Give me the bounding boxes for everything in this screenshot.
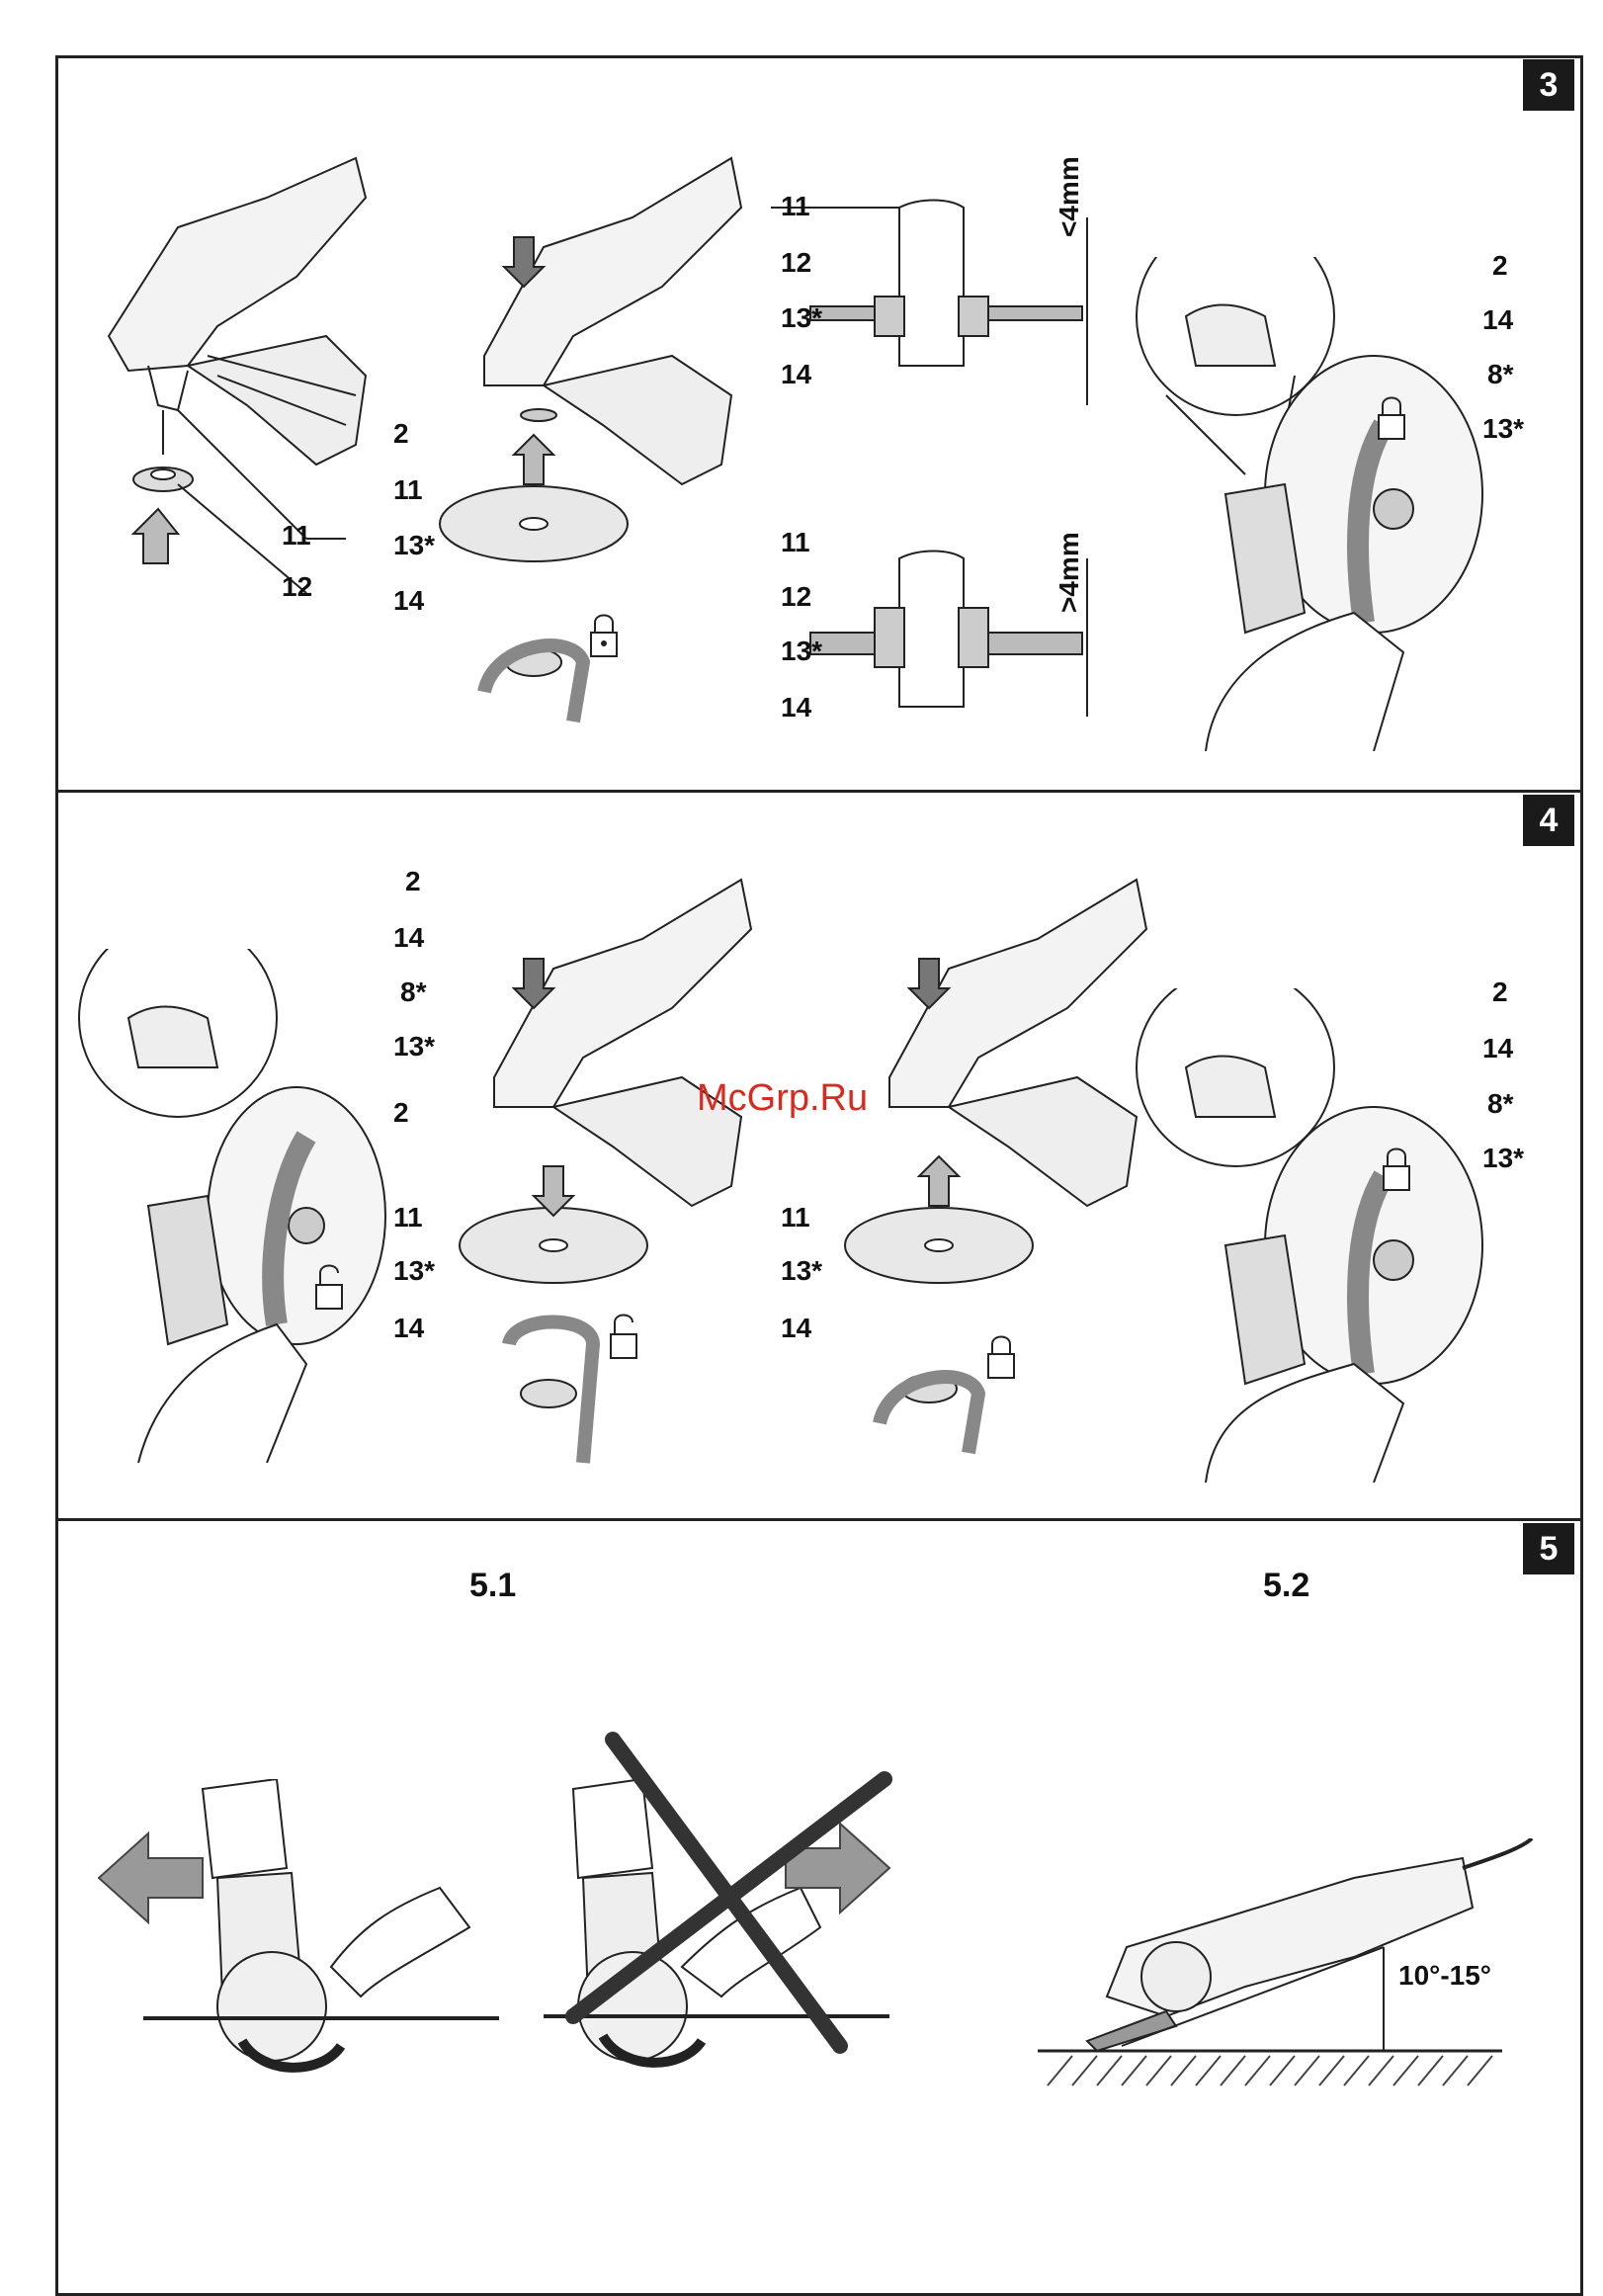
angle-label: 10°-15°: [1398, 1962, 1491, 1990]
section-divider: [55, 1518, 1583, 1521]
lock-icon: [591, 616, 617, 657]
section-divider: [55, 790, 1583, 793]
label-12: 12: [282, 573, 312, 601]
label-11: 11: [393, 1204, 423, 1232]
subfigure-5-1-title: 5.1: [469, 1567, 516, 1605]
dimension-gt4: >4mm: [1055, 532, 1083, 613]
label-14: 14: [393, 1315, 424, 1342]
label-11: 11: [781, 1204, 810, 1232]
label-13: 13*: [1482, 415, 1524, 443]
label-11: 11: [781, 193, 810, 220]
correct-direction-icon: [94, 1779, 509, 2095]
lock-icon: [988, 1337, 1014, 1379]
label-2: 2: [1492, 978, 1508, 1006]
hand-grinder-unlock-icon: [69, 949, 395, 1463]
label-13: 13*: [1482, 1145, 1524, 1172]
incorrect-direction-icon: [534, 1720, 909, 2115]
hand-grinder-lock-icon: [1127, 988, 1542, 1483]
label-14: 14: [1482, 306, 1513, 334]
label-13: 13*: [781, 304, 822, 332]
label-13: 13*: [393, 1257, 435, 1285]
label-8: 8*: [1487, 1090, 1513, 1118]
label-11: 11: [781, 529, 810, 556]
label-13: 13*: [781, 1257, 822, 1285]
label-11: 11: [393, 476, 423, 504]
label-14: 14: [1482, 1035, 1513, 1063]
subfigure-5-2-title: 5.2: [1263, 1567, 1309, 1605]
label-13: 13*: [781, 638, 822, 665]
label-13: 13*: [393, 532, 435, 559]
grinder-disc-remove-icon: [385, 870, 761, 1483]
label-14: 14: [781, 694, 811, 722]
label-11: 11: [282, 522, 311, 550]
watermark: McGrp.Ru: [697, 1077, 868, 1120]
label-14: 14: [781, 361, 811, 388]
label-8: 8*: [1487, 361, 1513, 388]
section-badge-4: 4: [1523, 795, 1574, 846]
arrow-left-icon: [99, 1833, 203, 1922]
dimension-lt4: <4mm: [1055, 156, 1083, 237]
grinder-disc-fit-icon: [781, 870, 1156, 1483]
label-2: 2: [1492, 252, 1508, 280]
section-badge-3: 3: [1523, 59, 1574, 111]
grinder-disc-assembly-icon: [376, 138, 751, 781]
label-2: 2: [393, 420, 409, 448]
label-14: 14: [393, 587, 424, 615]
unlock-icon: [611, 1316, 636, 1359]
label-12: 12: [781, 583, 811, 611]
section-badge-5: 5: [1523, 1523, 1574, 1574]
grinder-icon: [69, 138, 405, 593]
label-12: 12: [781, 249, 811, 277]
hand-grinder-lock-icon: [1127, 257, 1542, 751]
label-14: 14: [781, 1315, 811, 1342]
label-2: 2: [393, 1099, 409, 1127]
